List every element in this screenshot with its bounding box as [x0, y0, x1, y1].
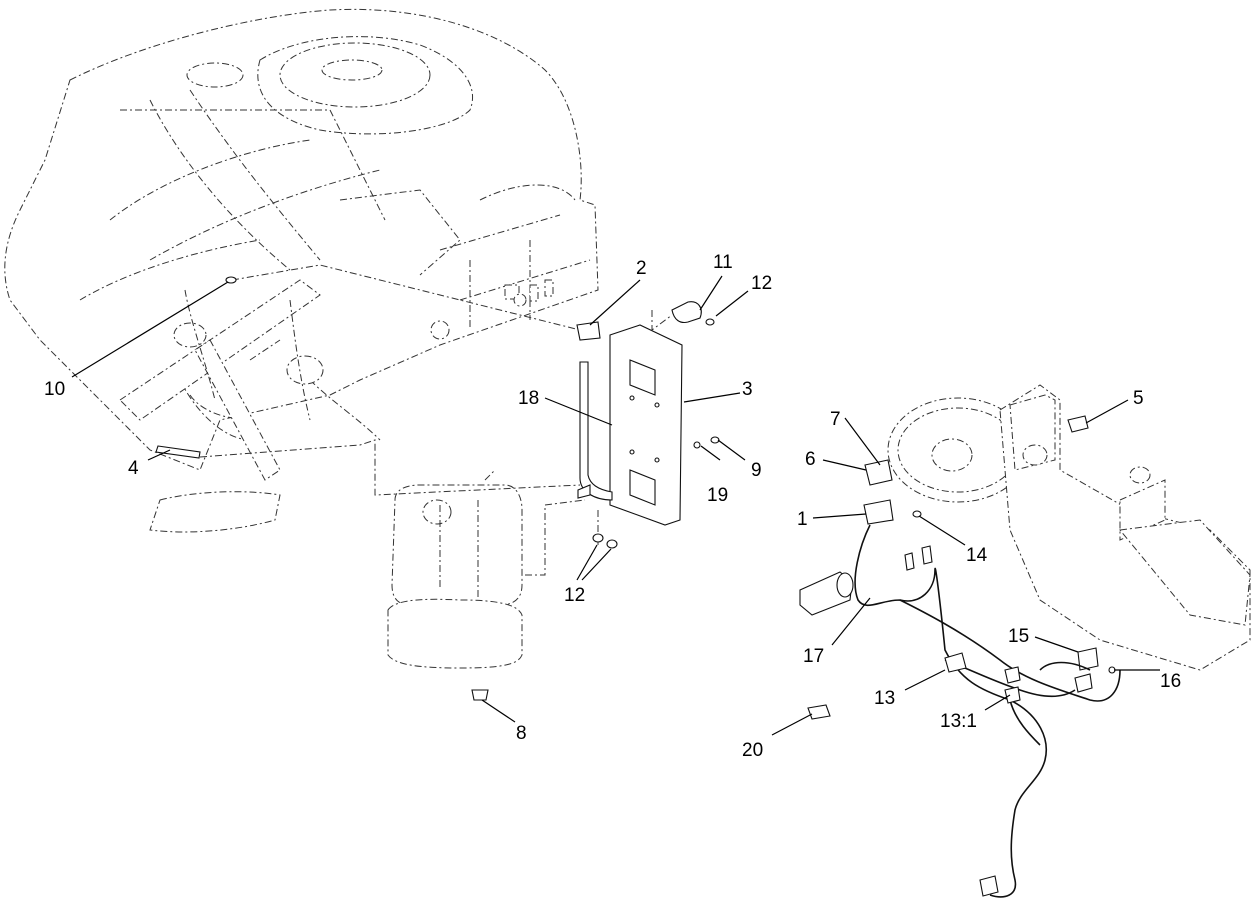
callout-19: 19: [707, 485, 729, 506]
callout-13-1: 13:1: [940, 711, 977, 732]
washer-pump: [799, 571, 854, 616]
pedal-assembly: [119, 279, 324, 533]
callout-10: 10: [44, 379, 66, 400]
washer-rod: [155, 445, 201, 459]
callout-7: 7: [830, 409, 841, 430]
callout-15: 15: [1008, 626, 1030, 647]
callout-20: 20: [742, 740, 764, 761]
projection-lines: [199, 264, 599, 576]
callout-18: 18: [518, 388, 540, 409]
wiring-harness: [854, 524, 1121, 898]
callout-12-bottom: 12: [564, 585, 586, 606]
nuts: [225, 276, 720, 549]
fluid-hose: [577, 361, 613, 501]
hose-clamp: [651, 301, 715, 331]
callout-12-top: 12: [751, 273, 773, 294]
callout-3: 3: [742, 379, 753, 400]
mounting-bracket: [576, 321, 683, 526]
switches: [807, 459, 1116, 720]
callout-16: 16: [1160, 671, 1182, 692]
leader-lines: [71, 275, 1160, 736]
fluid-reservoir: [387, 469, 523, 701]
steering-console: [887, 384, 1251, 671]
callout-2: 2: [636, 258, 647, 279]
callout-8: 8: [516, 723, 527, 744]
callout-14: 14: [966, 545, 988, 566]
callout-4: 4: [128, 458, 139, 479]
callout-1: 1: [797, 509, 808, 530]
callout-5: 5: [1133, 388, 1144, 409]
callout-17: 17: [803, 646, 825, 667]
callout-11: 11: [713, 252, 733, 273]
callout-9: 9: [751, 460, 762, 481]
callout-13: 13: [874, 688, 896, 709]
callout-6: 6: [805, 449, 816, 470]
vehicle-body-outline: [4, 8, 599, 471]
